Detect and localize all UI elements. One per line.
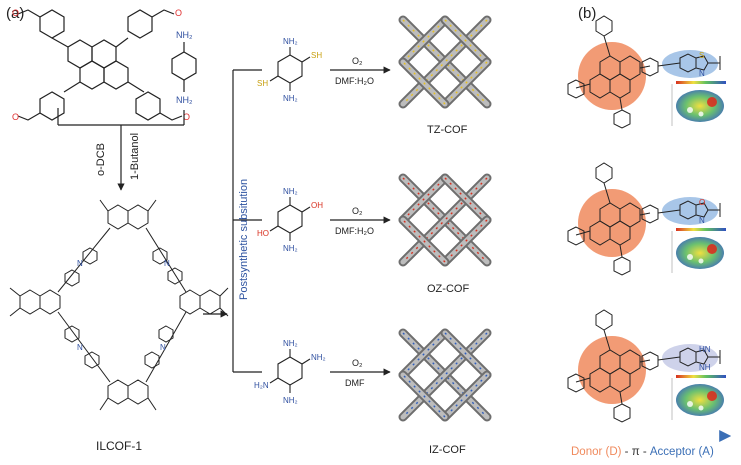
dap-legend: Donor (D) - π - Acceptor (A) — [571, 446, 714, 458]
svg-text:N: N — [164, 259, 170, 268]
oz-reagent-oh-left: HO — [257, 229, 269, 238]
svg-text:O: O — [183, 112, 190, 122]
legend-acceptor: Acceptor (A) — [650, 446, 714, 458]
svg-text:N: N — [160, 343, 166, 352]
svg-text:O: O — [12, 8, 19, 18]
panel-a-label: (a) — [6, 5, 24, 22]
cof-render-tz-cof — [398, 15, 492, 109]
route-tz: NH₂ SH SH NH₂ O₂ DMF:H₂O TZ-COF — [257, 37, 468, 136]
oz-reagent-nh2-bottom: NH₂ — [283, 244, 298, 253]
esp-surface — [676, 384, 724, 416]
route-iz: NH₂ NH₂ H₂N NH₂ O₂ DMF IZ-COF — [254, 339, 466, 456]
svg-text:N: N — [77, 343, 83, 352]
tz-reagent-sh-right: SH — [311, 51, 322, 60]
branch-bracket — [232, 69, 262, 373]
aldehyde-oxygens: O O O O — [12, 8, 190, 122]
solvent-odcb: o-DCB — [95, 143, 107, 176]
iz-solvent: DMF — [345, 378, 365, 388]
ilcof-1-framework — [9, 199, 229, 411]
cof-render-oz-cof — [398, 173, 492, 267]
oz-reagent-nh2-top: NH₂ — [283, 187, 298, 196]
oz-oxidant: O₂ — [352, 206, 363, 216]
route-oz: NH₂ OH HO NH₂ O₂ DMF:H₂O OZ-COF — [257, 187, 469, 295]
heteroatom-bottom: NH — [699, 363, 711, 372]
oz-solvent: DMF:H₂O — [335, 226, 374, 236]
esp-scale-bar — [676, 375, 726, 378]
tz-reagent-nh2-top: NH₂ — [283, 37, 298, 46]
iz-oxidant: O₂ — [352, 358, 363, 368]
dap-unit-1: SN — [567, 15, 726, 129]
iz-reagent-nh2-bottom: NH₂ — [283, 396, 298, 405]
panel-b-label: (b) — [578, 5, 596, 22]
svg-text:N: N — [77, 259, 83, 268]
solvent-butanol: 1-Butanol — [129, 133, 141, 180]
heteroatom-bottom: N — [699, 69, 705, 78]
iz-reagent-nh2-right: NH₂ — [311, 353, 326, 362]
ilcof-1-label: ILCOF-1 — [96, 439, 142, 453]
svg-text:O: O — [175, 8, 182, 18]
heteroatom-bottom: N — [699, 216, 705, 225]
tz-cof-label: TZ-COF — [427, 124, 468, 136]
dap-unit-3: HN NH — [567, 309, 726, 423]
esp-scale-bar — [676, 228, 726, 231]
combine-bracket — [57, 108, 185, 191]
heteroatom-top: O — [699, 198, 705, 207]
dap-unit-2: ON — [567, 162, 726, 276]
tetraaldehyde-monomer — [17, 9, 183, 121]
tz-reagent-nh2-bottom: NH₂ — [283, 94, 298, 103]
legend-pi: π — [632, 446, 640, 458]
amine-label-top: NH₂ — [176, 30, 193, 40]
iz-reagent-nh2-top: NH₂ — [283, 339, 298, 348]
svg-text:O: O — [12, 112, 19, 122]
esp-surface — [676, 237, 724, 269]
tz-reagent-sh-left: SH — [257, 79, 268, 88]
imine-nitrogens: N N N N — [77, 259, 170, 352]
heteroatom-top: HN — [699, 345, 711, 354]
oz-cof-label: OZ-COF — [427, 283, 469, 295]
cof-3d-renders — [398, 15, 492, 422]
heteroatom-top: S — [699, 51, 704, 60]
iz-cof-label: IZ-COF — [429, 444, 466, 456]
esp-surface — [676, 90, 724, 122]
postsynthetic-label: Postsynthetic subsitution — [238, 179, 250, 300]
phenylenediamine-monomer — [171, 42, 197, 92]
tz-oxidant: O₂ — [352, 56, 363, 66]
cof-render-iz-cof — [398, 328, 492, 422]
legend-donor: Donor (D) — [571, 446, 622, 458]
iz-reagent-h2n-left: H₂N — [254, 381, 269, 390]
tz-solvent: DMF:H₂O — [335, 76, 374, 86]
oz-reagent-oh-right: OH — [311, 201, 323, 210]
esp-scale-bar — [676, 81, 726, 84]
amine-label-bottom: NH₂ — [176, 95, 193, 105]
